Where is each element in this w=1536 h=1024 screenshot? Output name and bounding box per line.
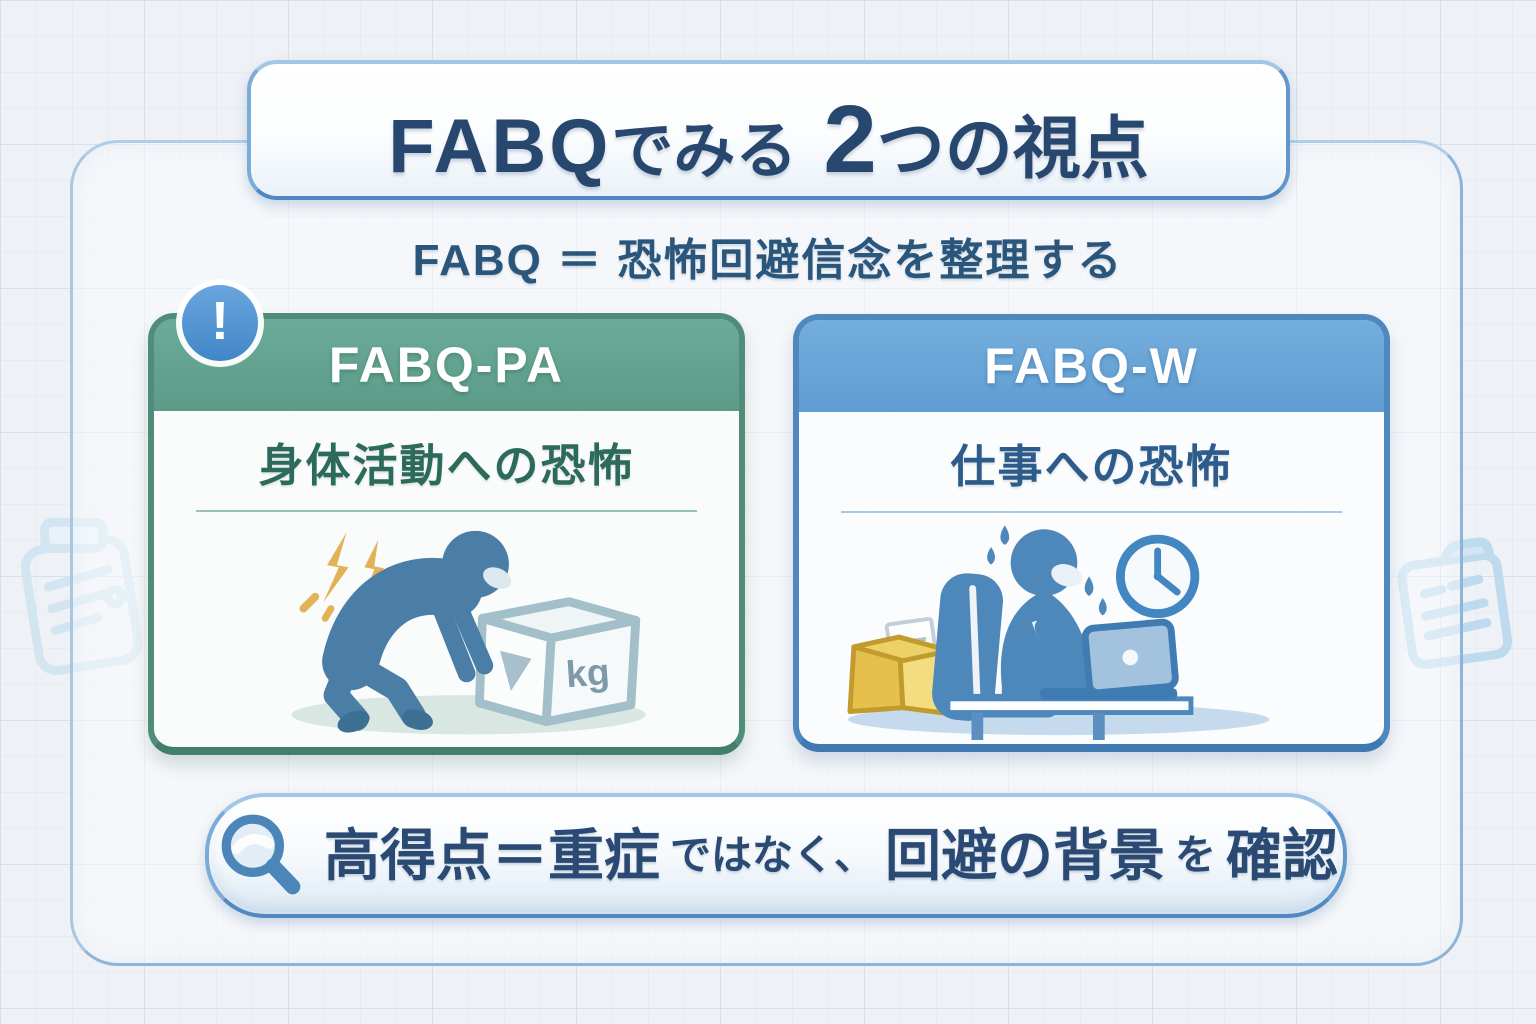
exclamation-glyph: ! [211,291,229,351]
pain-flash-icon [299,531,385,622]
card-pa-divider [196,510,697,512]
footer-banner: 高得点＝重症 ではなく、 回避の背景 を 確認 [205,793,1347,918]
clock-icon [1115,534,1200,618]
weight-box [475,597,641,727]
card-w-header: FABQ-W [799,320,1384,412]
footer-segment-high-score: 高得点＝重症 [324,823,660,887]
laptop-icon [1040,618,1179,700]
card-w-heading: 仕事への恐怖 [950,441,1233,492]
sweat-drops [987,525,1107,616]
office-chair [932,573,1003,721]
footer-segment-avoidance-background: 回避の背景 [885,823,1165,887]
magnifying-glass-icon [221,814,301,894]
lifting-person [322,530,512,733]
desk-illustration [847,525,1270,740]
card-w-body: 仕事への恐怖 [799,412,1384,767]
subtitle: FABQ ＝ 恐怖回避信念を整理する [412,236,1124,285]
card-fabq-pa: ! FABQ-PA 身体活動への恐怖 kg [148,279,745,755]
footer-segment-confirm: 確認 [1226,823,1338,887]
title-segment-viewpoints: つの視点 [876,111,1149,187]
exclamation-badge-icon: ! [176,279,264,367]
title-segment-two: 2 [823,86,877,193]
title-segment-fabq: FABQ [388,104,612,189]
footer-segment-wo: を [1175,832,1216,878]
title-segment-demiru: でみる [611,117,798,186]
weight-triangle [500,650,532,692]
card-pa-body: 身体活動への恐怖 kg [154,411,739,766]
card-w-divider [841,511,1342,513]
kg-label: kg [565,650,611,695]
stressed-person [987,525,1120,706]
card-fabq-w: FABQ-W 仕事への恐怖 [793,314,1390,752]
document-tray-icon [847,616,953,716]
footer-segment-dewanaku: ではなく、 [670,832,875,878]
title-banner: FABQ でみる 2 つの視点 [247,60,1290,200]
card-pa-heading: 身体活動への恐怖 [258,440,635,491]
lifting-illustration: kg [291,530,646,735]
